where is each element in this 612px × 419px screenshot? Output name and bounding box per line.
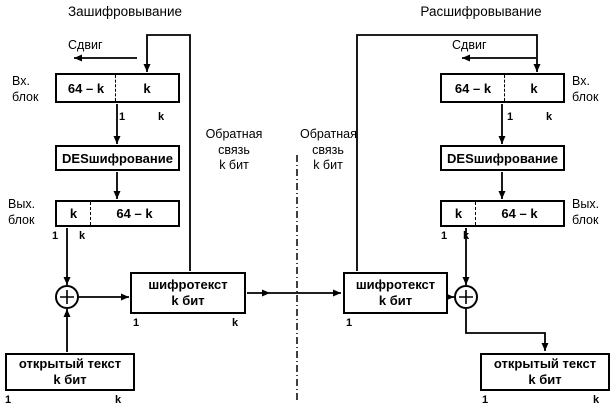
input-block-caption-decrypt-line1: Вх.: [572, 74, 590, 88]
feedback-label-decrypt-line1: Обратная: [300, 127, 357, 141]
input-block-caption-encrypt: Вх. блок: [12, 74, 38, 105]
ciphertext-box-decrypt: шифротекст k бит: [343, 272, 448, 314]
tick-output-decrypt-1: 1: [441, 230, 448, 242]
feedback-label-encrypt-line3: k бит: [219, 158, 249, 173]
shift-label-decrypt: Сдвиг: [452, 38, 487, 52]
feedback-label-decrypt: Обратная связь k бит: [300, 127, 357, 174]
output-block-encrypt-cell-64k: 64 – k: [90, 202, 178, 225]
feedback-label-decrypt-line2: связь: [312, 142, 344, 157]
ciphertext-box-encrypt-line2: k бит: [171, 293, 205, 308]
input-block-encrypt: 64 – k k: [55, 73, 180, 103]
feedback-label-encrypt-line2: связь: [218, 142, 250, 157]
decryption-title: Расшифровывание: [420, 4, 542, 19]
tick-plain-encrypt-1: 1: [5, 394, 12, 406]
plaintext-box-encrypt-line1: открытый текст: [18, 355, 122, 371]
tick-cipher-encrypt-k: k: [232, 317, 239, 329]
output-block-caption-encrypt-line2: блок: [8, 212, 35, 227]
tick-output-encrypt-k: k: [79, 230, 86, 242]
ciphertext-box-encrypt: шифротекст k бит: [130, 272, 246, 314]
tick-input-decrypt-k: k: [546, 111, 553, 123]
input-block-caption-encrypt-line1: Вх.: [12, 74, 30, 88]
input-block-caption-encrypt-line2: блок: [12, 89, 39, 104]
input-block-encrypt-cell-k: k: [115, 75, 178, 101]
input-block-caption-decrypt: Вх. блок: [572, 74, 598, 105]
plaintext-box-decrypt-line1: открытый текст: [493, 355, 597, 371]
tick-plain-decrypt-k: k: [593, 394, 600, 406]
ciphertext-box-decrypt-line1: шифротекст: [355, 276, 436, 292]
output-block-decrypt-cell-64k: 64 – k: [475, 202, 563, 225]
tick-output-decrypt-k: k: [463, 230, 470, 242]
input-block-decrypt-cell-k: k: [504, 75, 563, 101]
plaintext-box-decrypt: открытый текст k бит: [480, 353, 610, 391]
output-block-caption-encrypt: Вых. блок: [8, 197, 35, 228]
xor-node-encrypt: [55, 285, 79, 309]
ciphertext-box-encrypt-line1: шифротекст: [148, 276, 228, 292]
input-block-encrypt-cell-64k: 64 – k: [67, 80, 105, 96]
tick-input-decrypt-1: 1: [507, 111, 514, 123]
plaintext-box-encrypt-line2: k бит: [53, 372, 87, 387]
shift-label-encrypt: Сдвиг: [68, 38, 103, 52]
tick-input-encrypt-k: k: [158, 111, 165, 123]
tick-cipher-encrypt-1: 1: [133, 317, 140, 329]
des-box-encrypt: DESшифрование: [55, 145, 180, 171]
tick-plain-encrypt-k: k: [115, 394, 122, 406]
output-block-encrypt: k 64 – k: [55, 200, 180, 227]
tick-plain-decrypt-1: 1: [482, 394, 489, 406]
plaintext-box-decrypt-line2: k бит: [528, 372, 562, 387]
xor-node-decrypt: [454, 285, 478, 309]
output-block-encrypt-cell-k: k: [69, 206, 78, 221]
input-block-decrypt-cell-64k: 64 – k: [454, 80, 492, 96]
output-block-caption-decrypt-line2: блок: [572, 212, 599, 227]
des-box-decrypt: DESшифрование: [440, 145, 565, 171]
tick-input-encrypt-1: 1: [119, 111, 126, 123]
tick-cipher-decrypt-1: 1: [346, 317, 353, 329]
encryption-title: Зашифровывание: [67, 4, 183, 19]
feedback-label-encrypt: Обратная связь k бит: [199, 127, 269, 174]
output-block-caption-decrypt: Вых. блок: [572, 197, 599, 228]
plaintext-box-encrypt: открытый текст k бит: [5, 353, 135, 391]
input-block-decrypt: 64 – k k: [440, 73, 565, 103]
output-block-caption-decrypt-line1: Вых.: [572, 197, 600, 211]
tick-output-encrypt-1: 1: [52, 230, 59, 242]
output-block-decrypt: k 64 – k: [440, 200, 565, 227]
feedback-label-encrypt-line1: Обратная: [205, 127, 263, 141]
output-block-caption-encrypt-line1: Вых.: [8, 197, 36, 211]
output-block-decrypt-cell-k: k: [454, 206, 463, 221]
feedback-label-decrypt-line3: k бит: [313, 158, 343, 173]
wire-xor-to-plaintext-decrypt: [465, 309, 549, 351]
input-block-caption-decrypt-line2: блок: [572, 89, 599, 104]
ciphertext-box-decrypt-line2: k бит: [378, 293, 413, 308]
